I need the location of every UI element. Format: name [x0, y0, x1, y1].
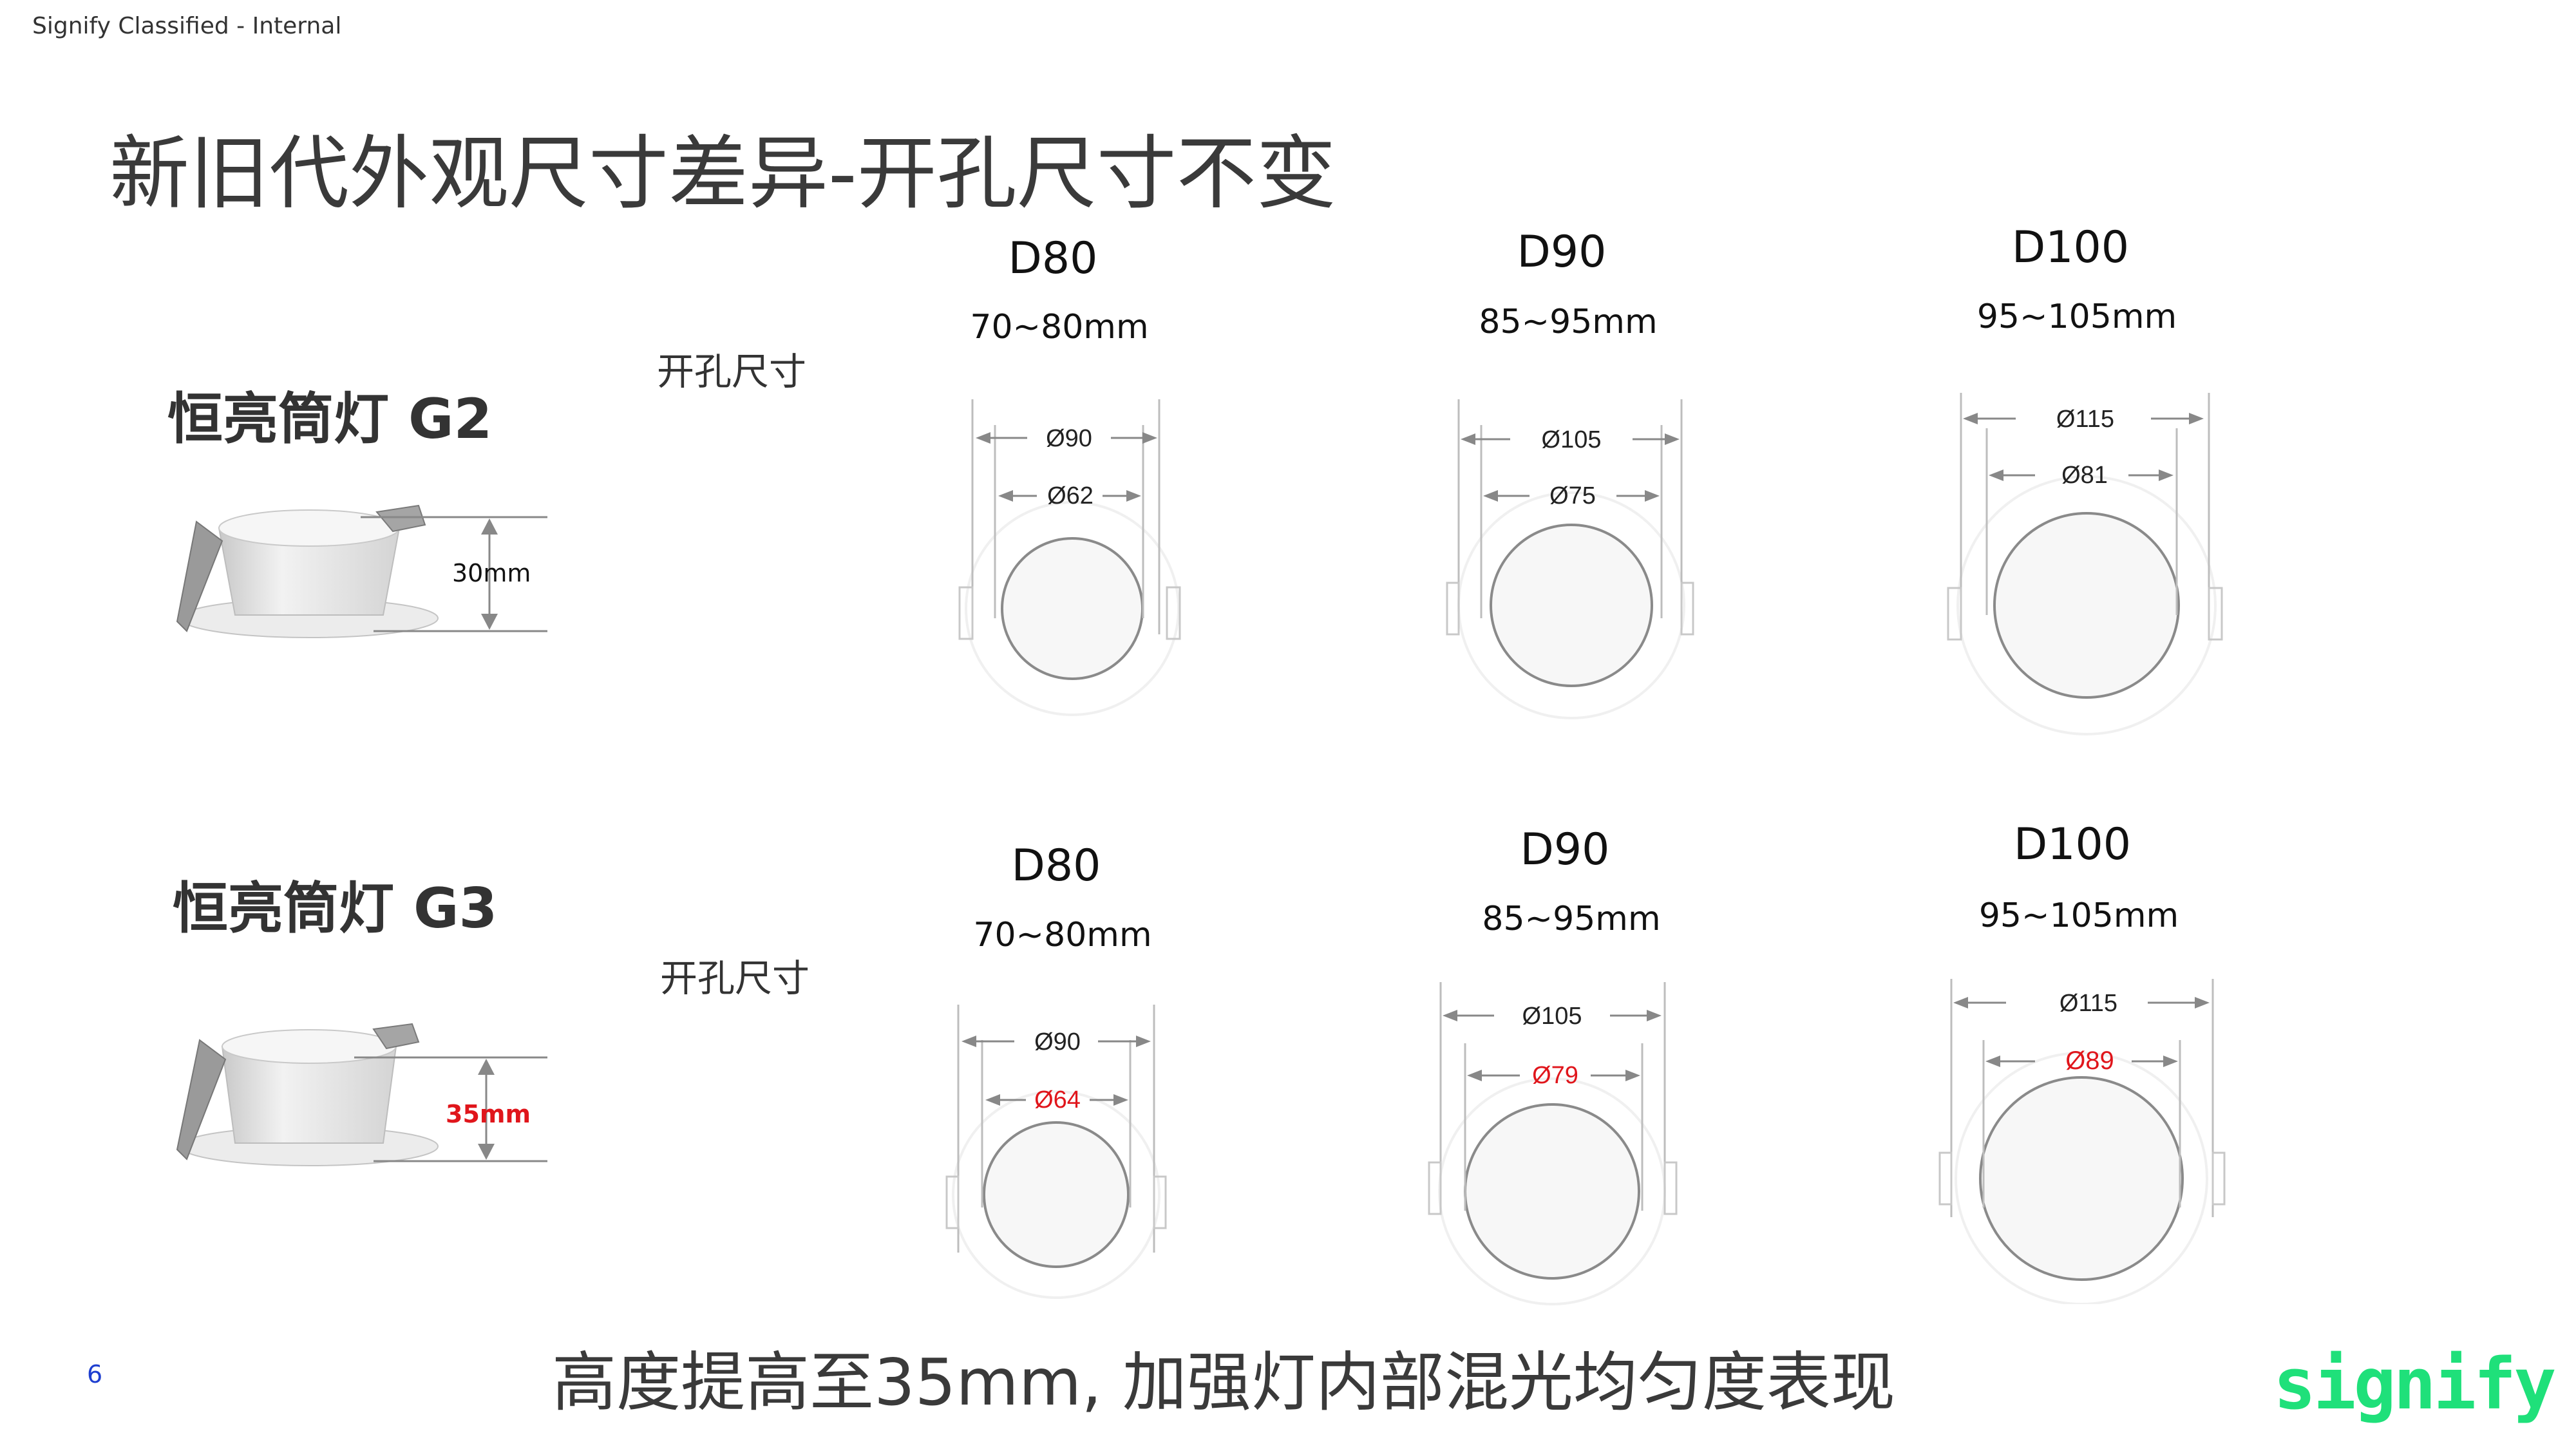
model-g2-d90: D90 — [1517, 227, 1607, 278]
model-g3-d80: D80 — [1011, 840, 1101, 891]
range-g3-d90: 85~95mm — [1482, 900, 1661, 938]
product-name-g3: 恒亮筒灯 G3 — [173, 876, 498, 941]
page-title: 新旧代外观尺寸差异-开孔尺寸不变 — [109, 128, 1336, 220]
range-g2-d90: 85~95mm — [1479, 303, 1658, 341]
signify-logo: signify — [2273, 1343, 2557, 1425]
model-g3-d100: D100 — [2013, 819, 2132, 870]
height-label-g3: 35mm — [446, 1100, 531, 1128]
cutout-size-label-g3: 开孔尺寸 — [660, 956, 810, 1000]
inner-diameter-g3-d80: Ø64 — [1034, 1086, 1081, 1113]
inner-diameter-g2-d100: Ø81 — [2061, 462, 2108, 489]
outer-diameter-g2-d100: Ø115 — [2056, 406, 2114, 433]
range-g3-d100: 95~105mm — [1978, 896, 2179, 935]
inner-diameter-g2-d80: Ø62 — [1047, 482, 1094, 509]
product-name-g2: 恒亮筒灯 G2 — [167, 387, 493, 451]
diagram-g3-d100: Ø115 Ø89 — [1938, 979, 2226, 1304]
page-number: 6 — [87, 1360, 103, 1388]
footer-note: 高度提高至35mm, 加强灯内部混光均匀度表现 — [552, 1345, 1895, 1420]
inner-diameter-g2-d90: Ø75 — [1549, 482, 1596, 509]
range-g3-d80: 70~80mm — [973, 916, 1152, 954]
cutout-size-label-g2: 开孔尺寸 — [657, 350, 807, 393]
downlight-g2-side-image — [176, 504, 547, 638]
downlight-g3-side-image — [176, 1023, 547, 1166]
range-g2-d100: 95~105mm — [1976, 298, 2177, 336]
classification-label: Signify Classified - Internal — [32, 13, 342, 39]
outer-diameter-g2-d90: Ø105 — [1542, 426, 1602, 453]
inner-diameter-g3-d90: Ø79 — [1532, 1062, 1578, 1089]
diagram-g2-d90: Ø105 Ø75 — [1446, 399, 1694, 719]
outer-diameter-g2-d80: Ø90 — [1046, 425, 1092, 452]
diagram-g3-d80: Ø90 Ø64 — [945, 1005, 1167, 1299]
inner-diameter-g3-d100: Ø89 — [2065, 1046, 2114, 1075]
outer-diameter-g3-d100: Ø115 — [2060, 990, 2117, 1017]
model-g2-d80: D80 — [1008, 233, 1098, 284]
outer-diameter-g3-d80: Ø90 — [1034, 1028, 1081, 1056]
model-g3-d90: D90 — [1520, 824, 1610, 875]
diagram-g2-d80: Ø90 Ø62 — [958, 399, 1181, 716]
outer-diameter-g3-d90: Ø105 — [1522, 1003, 1582, 1030]
diagram-g3-d90: Ø105 Ø79 — [1428, 982, 1678, 1305]
model-g2-d100: D100 — [2011, 222, 2130, 273]
diagram-g2-d100: Ø115 Ø81 — [1947, 393, 2223, 735]
range-g2-d80: 70~80mm — [970, 308, 1149, 346]
height-label-g2: 30mm — [452, 559, 531, 587]
